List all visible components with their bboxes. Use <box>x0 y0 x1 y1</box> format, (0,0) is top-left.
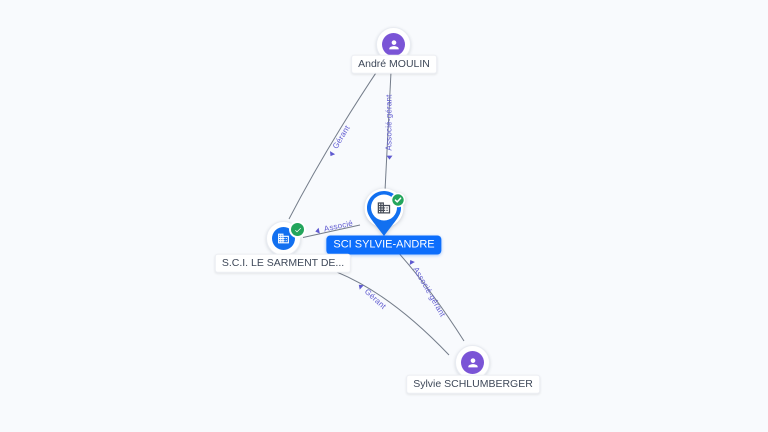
edge-label-associe-gerant-andre: Associé-gérant <box>384 94 394 160</box>
check-icon <box>294 227 301 232</box>
edge-schlumberger-to-sarment <box>292 259 450 356</box>
edge-schlumberger-to-sylvie-andre <box>395 249 465 342</box>
person-icon <box>467 357 478 367</box>
arrowhead-icon <box>314 227 320 234</box>
person-icon <box>388 39 399 49</box>
node-label-sci-le-sarment[interactable]: S.C.I. LE SARMENT DE... <box>214 253 352 273</box>
check-icon <box>394 197 402 203</box>
person-avatar <box>461 351 484 374</box>
edge-label-text: Associé-gérant <box>384 94 394 151</box>
edge-andre-to-sylvie-andre <box>384 51 393 192</box>
node-label-sylvie-schlumberger[interactable]: Sylvie SCHLUMBERGER <box>406 374 540 394</box>
building-icon <box>278 233 289 244</box>
node-sci-sylvie-andre[interactable] <box>362 188 406 245</box>
node-label-andre-moulin[interactable]: André MOULIN <box>351 54 437 74</box>
edge-sylvie-andre-to-sarment <box>302 224 361 238</box>
node-label-sci-sylvie-andre[interactable]: SCI SYLVIE-ANDRE <box>326 235 442 255</box>
verified-badge <box>289 221 306 238</box>
person-avatar <box>382 33 405 56</box>
building-icon <box>377 202 391 214</box>
arrowhead-icon <box>408 258 416 265</box>
node-sci-le-sarment[interactable] <box>266 221 306 256</box>
arrowhead-icon <box>386 155 392 160</box>
node-circle <box>266 221 306 256</box>
map-pin-icon <box>364 188 406 236</box>
